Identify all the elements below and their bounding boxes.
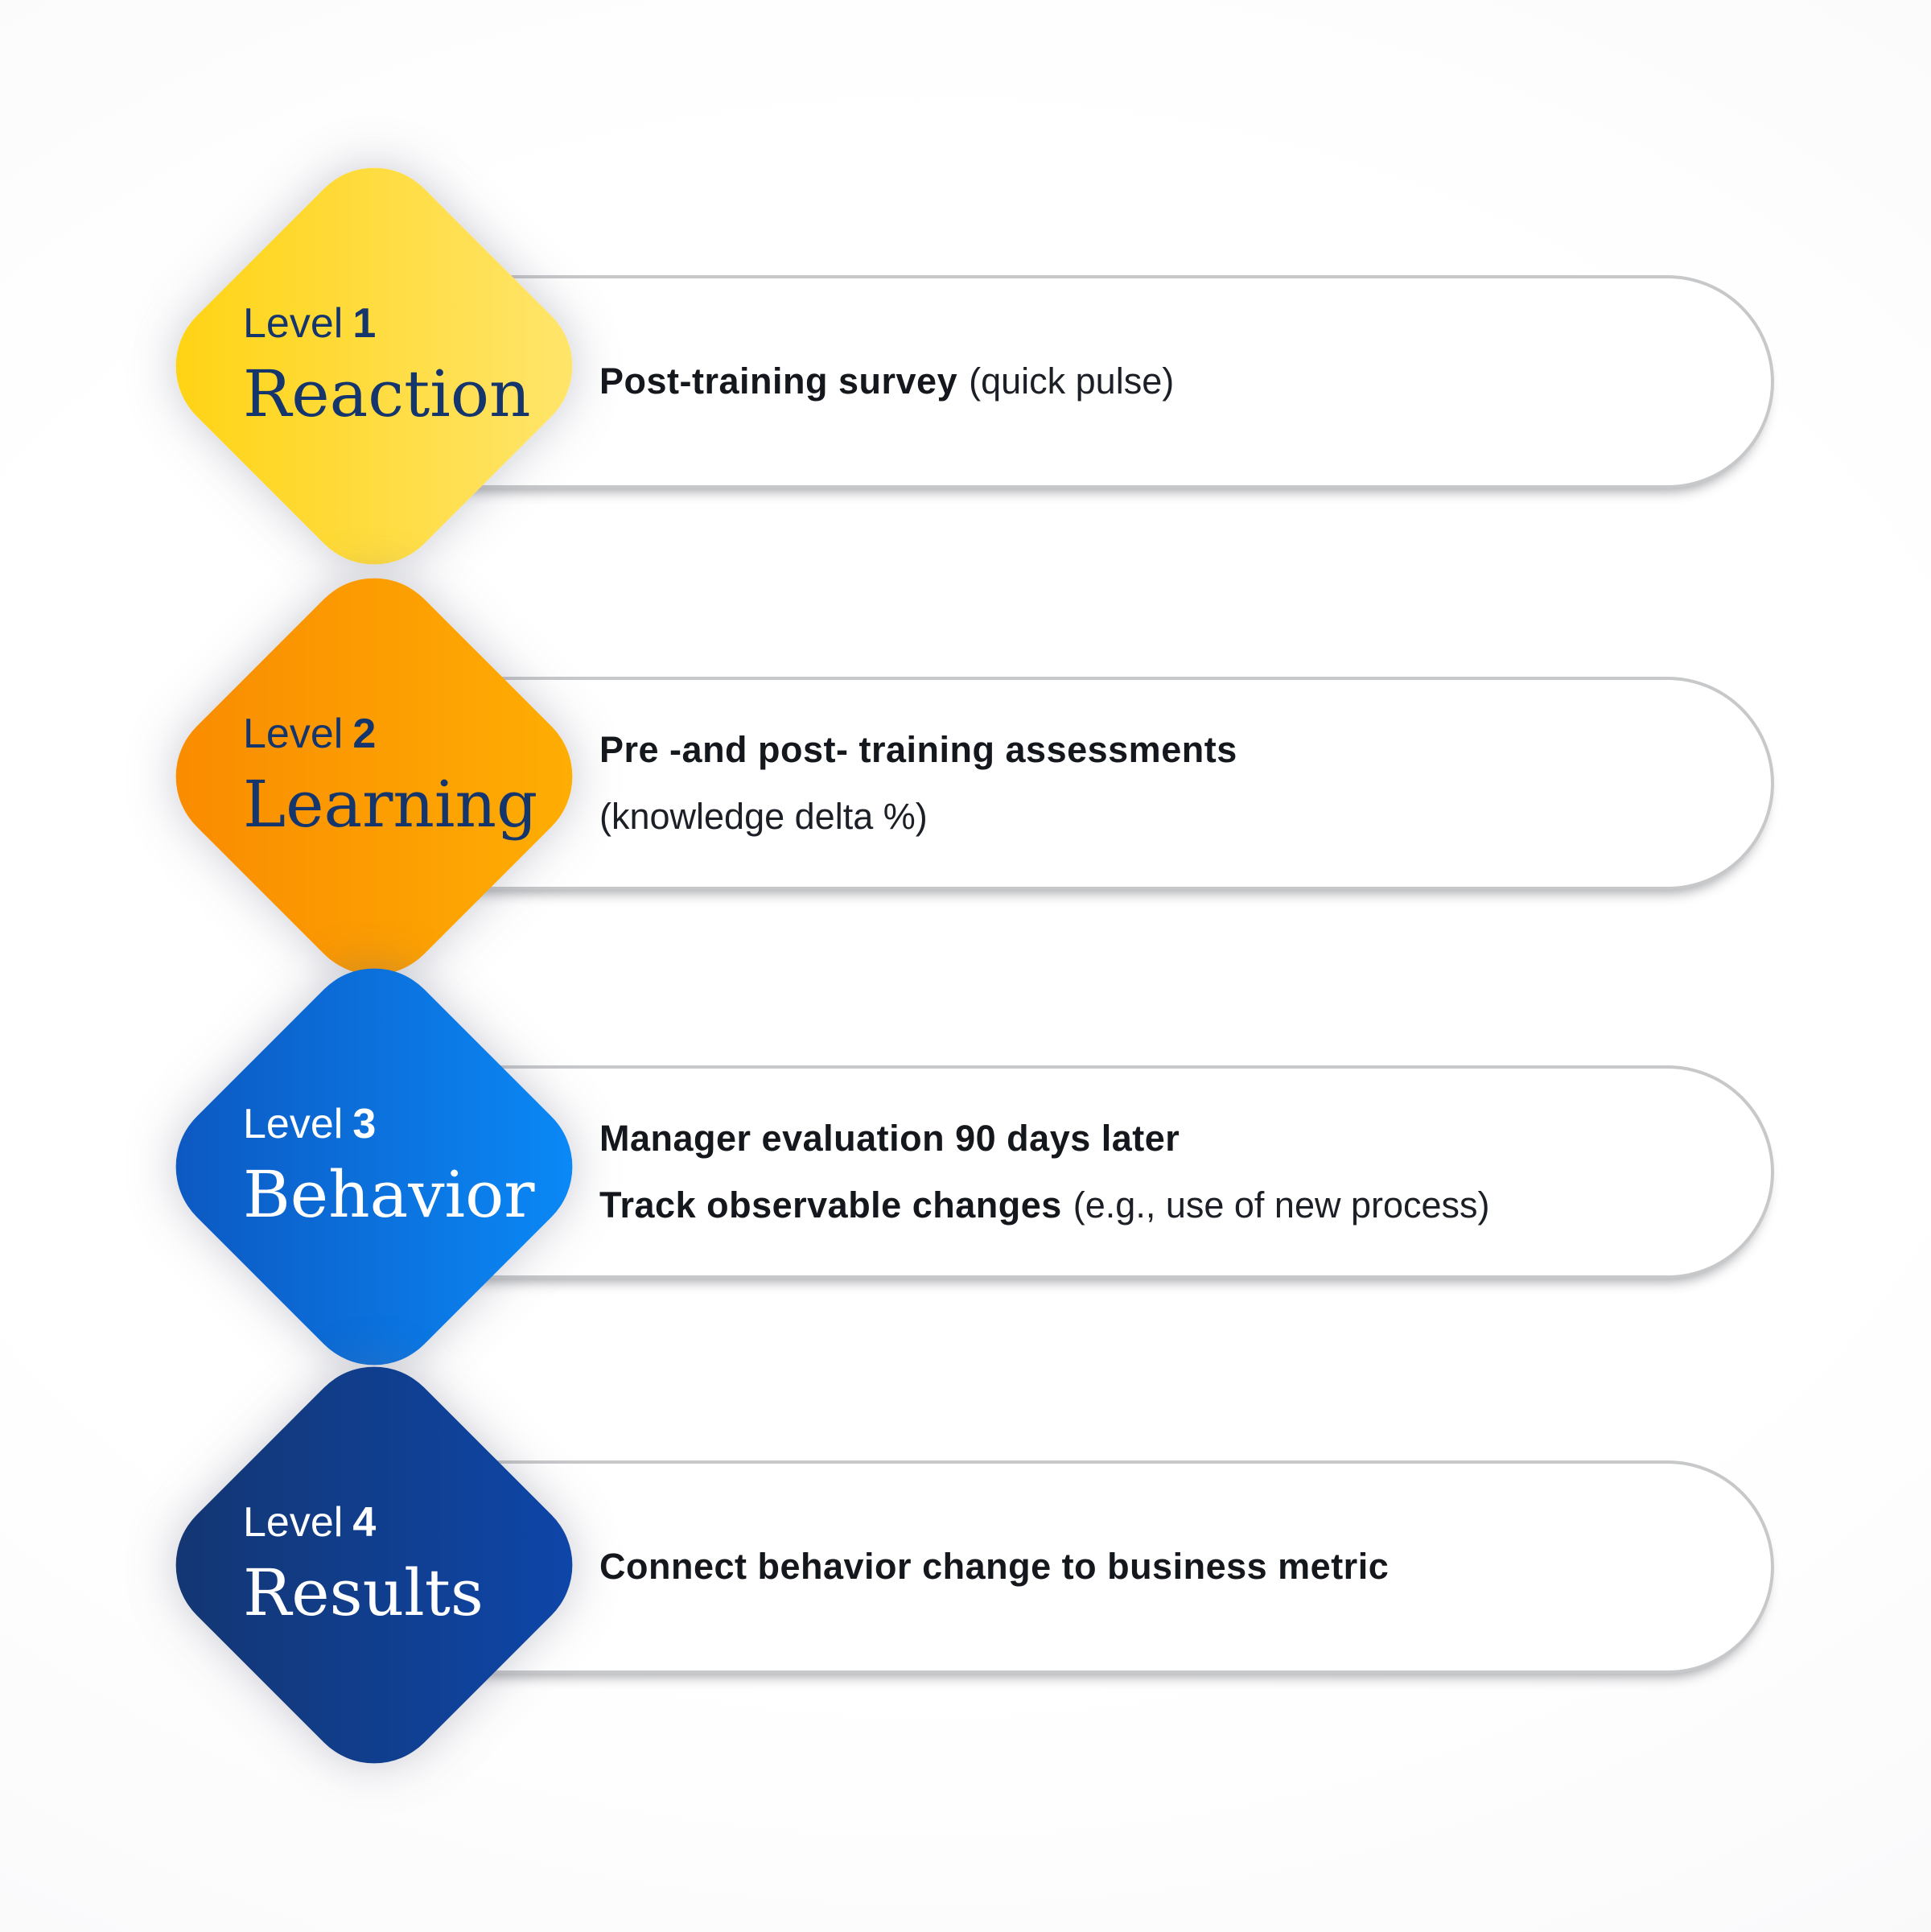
level-word: Level <box>243 300 344 347</box>
detail-line: Post-training survey (quick pulse) <box>599 360 1682 402</box>
level-name: Results <box>243 1555 484 1630</box>
detail-text-bold: Pre -and post- training assessments <box>599 728 1237 770</box>
level-2-detail-card: Pre -and post- training assessments (kno… <box>354 677 1774 890</box>
detail-text-bold: Post-training survey <box>599 360 958 402</box>
level-3-detail-card: Manager evaluation 90 days later Track o… <box>354 1065 1774 1279</box>
detail-text-bold: Manager evaluation 90 days later <box>599 1117 1180 1159</box>
detail-line: Manager evaluation 90 days later <box>599 1117 1682 1159</box>
level-4-detail-card: Connect behavior change to business metr… <box>354 1460 1774 1674</box>
level-number: 4 <box>352 1499 377 1546</box>
detail-text-bold: Connect behavior change to business metr… <box>599 1546 1390 1588</box>
level-number: 3 <box>352 1101 377 1147</box>
level-word: Level <box>243 711 344 757</box>
level-word: Level <box>243 1101 344 1147</box>
detail-line: Connect behavior change to business metr… <box>599 1547 1682 1587</box>
level-number: 1 <box>352 300 377 347</box>
detail-text-normal: (quick pulse) <box>969 360 1175 402</box>
level-name: Learning <box>243 767 538 842</box>
level-word: Level <box>243 1499 344 1546</box>
detail-line: (knowledge delta %) <box>599 797 1682 837</box>
detail-line: Pre -and post- training assessments <box>599 728 1682 770</box>
detail-text-bold: Track observable changes <box>599 1184 1062 1226</box>
level-name: Reaction <box>243 356 531 431</box>
level-number: 2 <box>352 711 377 757</box>
level-1-detail-card: Post-training survey (quick pulse) <box>354 275 1774 488</box>
level-name: Behavior <box>243 1157 535 1232</box>
detail-text-normal: (e.g., use of new process) <box>1073 1184 1490 1226</box>
detail-line: Track observable changes (e.g., use of ne… <box>599 1184 1682 1226</box>
detail-text-normal: (knowledge delta %) <box>599 795 928 837</box>
